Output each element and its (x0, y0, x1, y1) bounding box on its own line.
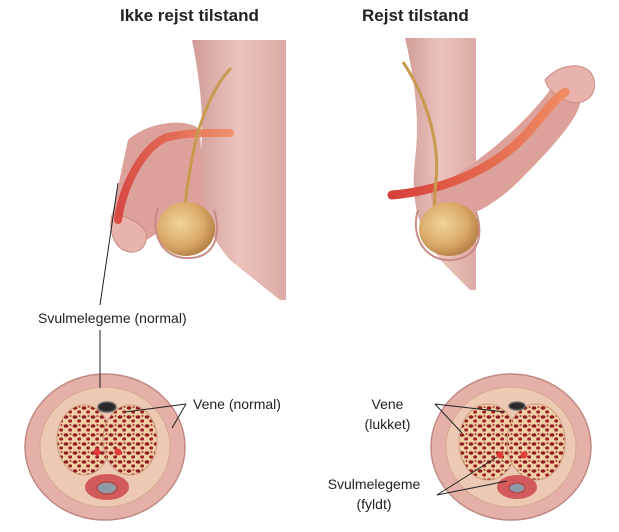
label-corpus-filled: Svulmelegeme (fyldt) (318, 474, 430, 514)
label-vein-closed-line2: (lukket) (364, 416, 411, 432)
right-urethra (508, 482, 526, 494)
leader-left-corpus-top (99, 182, 119, 306)
leader-right-corpus-b (436, 480, 508, 496)
right-vein (508, 401, 526, 411)
right-corpus-right (506, 403, 566, 481)
label-vein-closed-line1: Vene (371, 396, 404, 412)
title-flaccid: Ikke rejst tilstand (120, 6, 259, 25)
right-scrotum (414, 209, 481, 262)
leader-left-vein-b (171, 403, 187, 429)
left-body-torso (192, 40, 286, 300)
left-corpus-band (114, 128, 234, 224)
label-corpus-filled-line1: Svulmelegeme (327, 476, 421, 492)
label-corpus-filled-line2: (fyldt) (356, 496, 392, 512)
leader-left-vein-a (124, 403, 187, 413)
leader-right-vein-b (434, 403, 463, 434)
cross-section-erect (430, 373, 592, 521)
title-erect: Rejst tilstand (362, 6, 469, 25)
cross-section-normal (24, 373, 186, 521)
left-artery-a (93, 448, 101, 456)
erect-illustration (387, 38, 596, 290)
label-corpus-normal: Svulmelegeme (normal) (38, 310, 187, 326)
right-artery-a (496, 451, 504, 459)
right-artery-b (520, 451, 528, 459)
label-vein-closed: Vene (lukket) (345, 394, 430, 434)
flaccid-illustration (110, 40, 286, 300)
label-vein-normal: Vene (normal) (193, 396, 281, 412)
left-scrotum (154, 207, 219, 260)
leader-lines (99, 182, 508, 496)
right-corpus-band (387, 87, 570, 200)
left-vein (97, 401, 117, 413)
left-corpus-right (102, 404, 158, 476)
leader-right-vein-a (434, 403, 506, 413)
left-glans (110, 214, 147, 253)
left-testis (157, 202, 215, 256)
left-urethra (96, 481, 118, 495)
right-testis (419, 202, 479, 256)
left-artery-b (114, 448, 122, 456)
leader-right-corpus-a (436, 456, 498, 496)
